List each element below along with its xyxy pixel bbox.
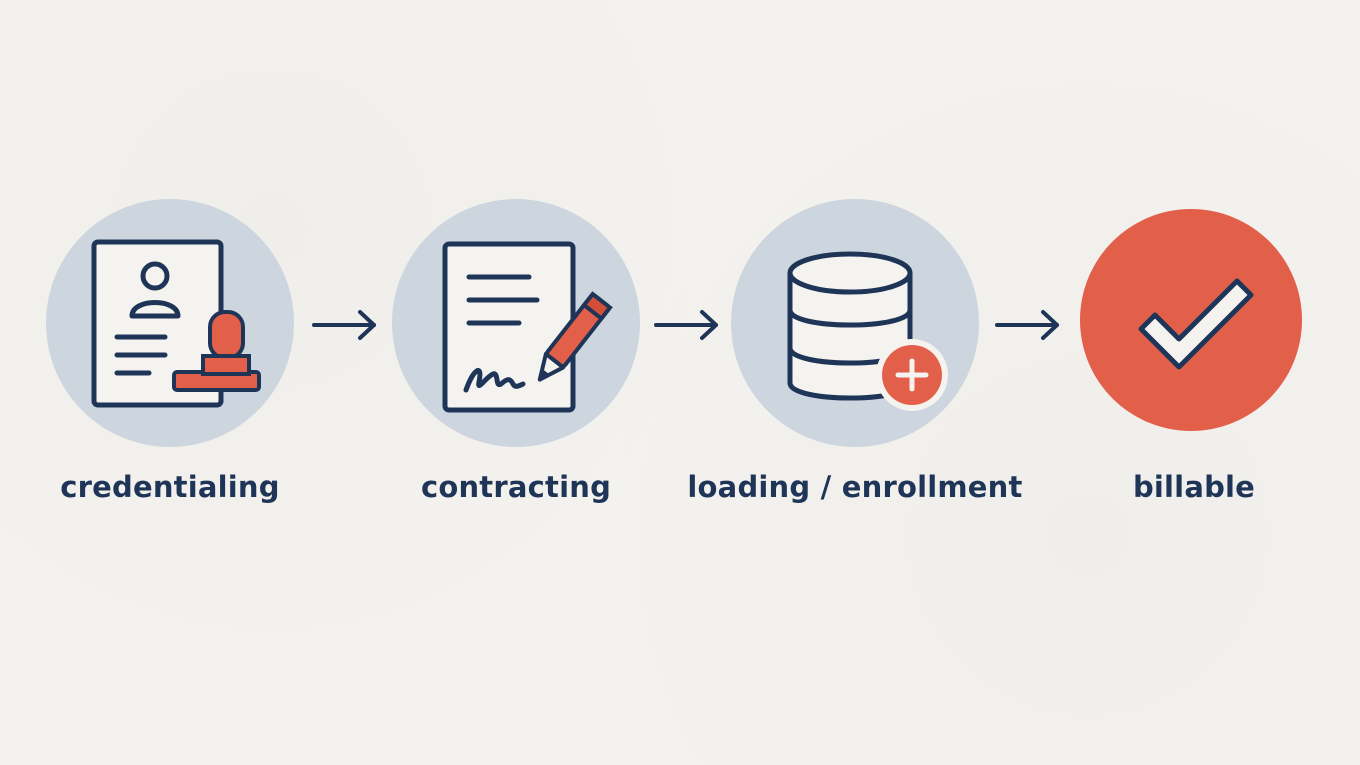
step-label: billable bbox=[1132, 470, 1256, 504]
arrow-right-icon bbox=[995, 310, 1059, 340]
step-label: credentialing bbox=[60, 470, 280, 504]
step-billable: billable bbox=[1069, 198, 1319, 528]
step-loading-enrollment: loading / enrollment bbox=[687, 198, 1022, 528]
signed-contract-pen-icon bbox=[392, 199, 640, 447]
step-label: loading / enrollment bbox=[687, 470, 1023, 504]
database-add-icon bbox=[731, 199, 979, 447]
arrow-right-icon bbox=[654, 310, 718, 340]
credential-document-stamp-icon bbox=[46, 199, 294, 447]
step-credentialing: credentialing bbox=[45, 198, 295, 528]
step-contracting: contracting bbox=[391, 198, 641, 528]
arrow-right-icon bbox=[312, 310, 376, 340]
step-label: contracting bbox=[420, 470, 612, 504]
checkmark-icon bbox=[1080, 209, 1302, 431]
